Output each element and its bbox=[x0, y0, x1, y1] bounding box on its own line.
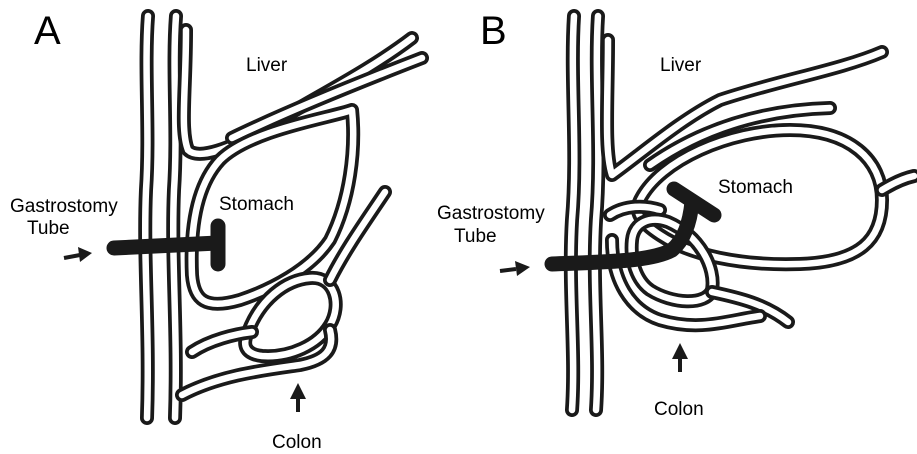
abdominal-wall-b bbox=[571, 16, 598, 410]
liver-label-a: Liver bbox=[246, 55, 288, 76]
stomach-label-a: Stomach bbox=[219, 194, 294, 215]
tube-label-line1-a: Gastrostomy bbox=[10, 196, 118, 217]
liver-b bbox=[607, 40, 882, 175]
tube-arrow-b bbox=[500, 261, 530, 276]
stomach-label-b: Stomach bbox=[718, 177, 793, 198]
liver-a bbox=[184, 30, 422, 154]
colon-label-a: Colon bbox=[272, 432, 322, 453]
panel-a-letter: A bbox=[34, 9, 61, 53]
tube-label-line2-a: Tube bbox=[27, 218, 70, 239]
gastrostomy-tube-a bbox=[114, 226, 218, 264]
abdominal-wall-a bbox=[145, 16, 176, 418]
tube-arrow-a bbox=[64, 247, 92, 262]
colon-arrow-a bbox=[290, 383, 306, 412]
colon-label-b: Colon bbox=[654, 399, 704, 420]
panel-b-letter: B bbox=[480, 9, 507, 53]
liver-label-b: Liver bbox=[660, 55, 702, 76]
panel-b: B bbox=[437, 9, 914, 420]
tube-label-line1-b: Gastrostomy bbox=[437, 203, 545, 224]
colon-arrow-b bbox=[672, 343, 688, 372]
tube-label-line2-b: Tube bbox=[454, 226, 497, 247]
panel-a: A bbox=[10, 9, 422, 453]
colon-b bbox=[612, 220, 788, 325]
